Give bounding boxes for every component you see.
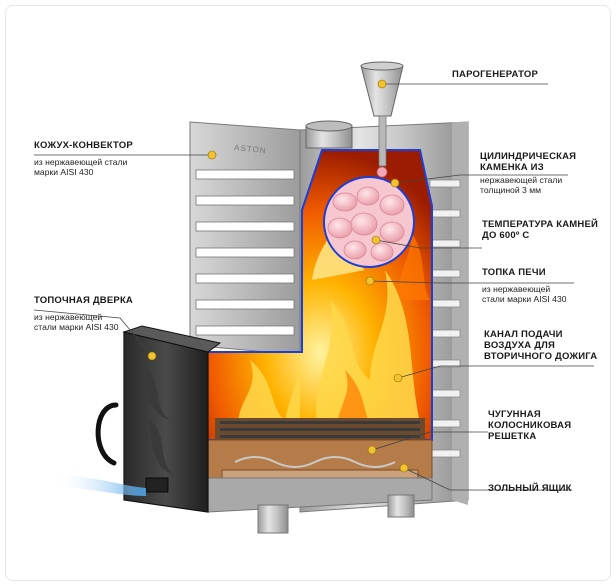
drum-sub2: толщиной 3 мм [480, 184, 542, 195]
stone-drum [323, 176, 415, 268]
door-sub1: из нержавеющей [34, 311, 103, 322]
door-title: ТОПОЧНАЯ ДВЕРКА [34, 295, 133, 306]
callout-firebox: ТОПКА ПЕЧИ из нержавеющей стали марки AI… [482, 267, 567, 305]
right-louvres [429, 179, 461, 458]
drum-title1: ЦИЛИНДРИЧЕСКАЯ [480, 151, 577, 162]
steam-generator [360, 61, 404, 178]
leader-lines [33, 83, 594, 491]
callout-ash-box: ЗОЛЬНЫЙ ЯЩИК [488, 483, 572, 495]
callout-door: ТОПОЧНАЯ ДВЕРКА из нержавеющей стали мар… [34, 295, 133, 333]
firebox-outline [208, 149, 433, 441]
firebox-door [95, 325, 222, 513]
drum-sub1: нержавеющей стали [480, 174, 563, 185]
ash-title: ЗОЛЬНЫЙ ЯЩИК [488, 483, 572, 494]
drum-title2: КАМЕНКА ИЗ [480, 161, 544, 173]
casing-sub1: из нержавеющей стали [34, 156, 128, 167]
callout-casing: КОЖУХ-КОНВЕКТОР из нержавеющей стали мар… [34, 140, 133, 178]
door-sub2: стали марки AISI 430 [34, 321, 119, 332]
callout-temperature: ТЕМПЕРАТУРА КАМНЕЙ ДО 600º С [482, 219, 599, 242]
air-stream [54, 475, 146, 496]
callout-drum: ЦИЛИНДРИЧЕСКАЯ КАМЕНКА ИЗ нержавеющей ст… [480, 151, 577, 196]
temp-title2: ДО 600º С [482, 229, 530, 241]
brand-mark: ASTON [234, 143, 267, 155]
grate-title1: ЧУГУННАЯ [488, 409, 541, 420]
callout-steam-generator: ПАРОГЕНЕРАТОР [452, 69, 538, 81]
casing-front-panel [189, 121, 301, 356]
firebox-title: ТОПКА ПЕЧИ [482, 267, 546, 278]
casing-title: КОЖУХ-КОНВЕКТОР [34, 140, 133, 151]
chimney-stub [305, 120, 353, 149]
callout-dots [147, 79, 409, 473]
grate-title2: КОЛОСНИКОВАЯ [488, 419, 572, 431]
temp-title1: ТЕМПЕРАТУРА КАМНЕЙ [482, 219, 599, 230]
firebox-sub2: стали марки AISI 430 [482, 293, 567, 304]
channel-title1: КАНАЛ ПОДАЧИ [484, 329, 563, 340]
stove-base [207, 477, 433, 534]
grate-and-ash [207, 418, 433, 487]
callout-grate: ЧУГУННАЯ КОЛОСНИКОВАЯ РЕШЕТКА [488, 409, 572, 443]
steam-title: ПАРОГЕНЕРАТОР [452, 69, 538, 80]
firebox-sub1: из нержавеющей [482, 283, 551, 294]
grate-title3: РЕШЕТКА [488, 430, 537, 442]
callout-air-channel: КАНАЛ ПОДАЧИ ВОЗДУХА ДЛЯ ВТОРИЧНОГО ДОЖИ… [484, 329, 598, 363]
channel-title2: ВОЗДУХА ДЛЯ [484, 339, 556, 351]
casing-sub2: марки AISI 430 [34, 166, 94, 177]
channel-title3: ВТОРИЧНОГО ДОЖИГА [484, 350, 598, 362]
